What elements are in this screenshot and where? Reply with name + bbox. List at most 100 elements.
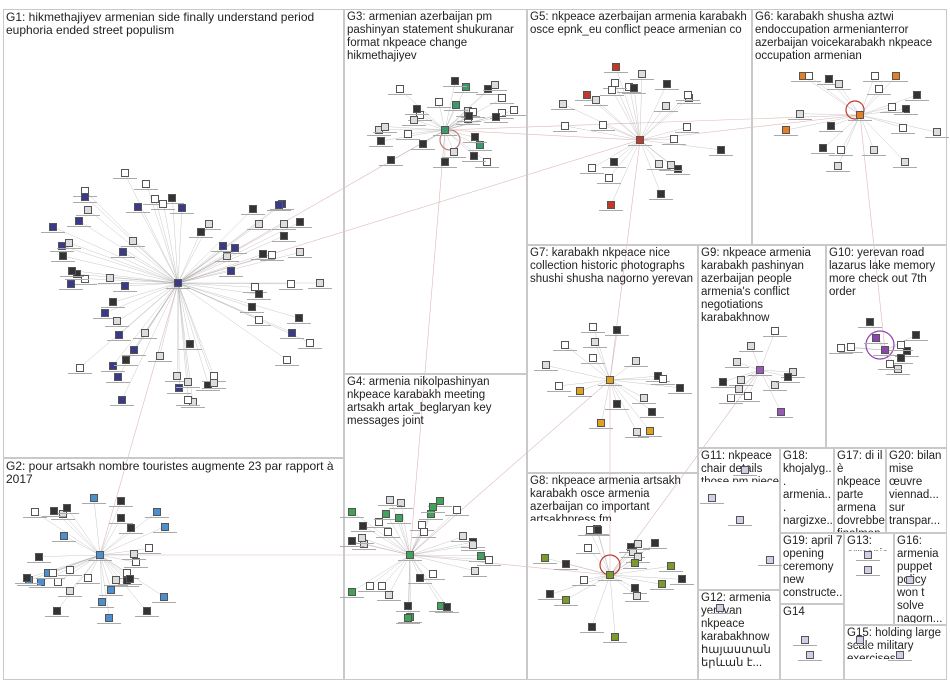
node-g1-0 — [316, 279, 325, 288]
group-label-g13: G13: armenia — [847, 535, 889, 551]
node-g5-0-label — [591, 129, 616, 133]
node-g4-8-label — [469, 560, 494, 564]
node-g6-6 — [837, 146, 846, 155]
node-g3-13-label — [387, 94, 412, 97]
node-g2-2 — [31, 508, 40, 517]
hub-node-g6 — [856, 111, 864, 119]
group-box-g17 — [834, 448, 886, 533]
node-g4-24 — [415, 574, 424, 583]
node-g7-10-label — [581, 362, 606, 366]
node-g3-18 — [484, 84, 493, 93]
group-label-g19: G19: april 7 opening ceremony new constr… — [783, 535, 843, 603]
node-g1-12 — [100, 309, 109, 317]
node-g10-0-label — [895, 355, 920, 359]
node-g4-9 — [471, 566, 480, 575]
node-g1-60 — [109, 298, 118, 307]
node-g6-15 — [901, 158, 910, 167]
node-g8-16-label — [577, 535, 602, 538]
node-g1-36 — [168, 193, 177, 202]
node-g10-4-label — [889, 349, 914, 353]
node-g5-19 — [683, 123, 692, 132]
node-g1-16-label — [214, 261, 239, 264]
node-g4-21 — [443, 603, 452, 612]
node-g4-30-label — [378, 504, 403, 508]
node-g5-14 — [669, 135, 678, 144]
node-g10-2-label — [889, 363, 914, 366]
node-g6-12-label — [891, 132, 916, 136]
node-g1-38-label — [67, 372, 92, 376]
node-g5-4 — [655, 160, 664, 169]
node-g4-8 — [477, 551, 486, 560]
group-label-g12: G12: armenia yerevan nkpeace karabakhnow… — [701, 592, 771, 669]
node-g1-62-label — [169, 213, 194, 216]
node-small-5-label — [898, 585, 922, 588]
node-g6-15-label — [893, 167, 918, 170]
node-g5-8-label — [659, 170, 684, 173]
node-g2-28 — [50, 506, 59, 515]
node-g9-1 — [737, 375, 746, 384]
node-g2-5-label — [28, 586, 53, 590]
node-g2-10-label — [104, 585, 129, 588]
node-g5-5-label — [601, 167, 626, 170]
node-g7-7 — [632, 357, 641, 366]
node-g1-61 — [67, 266, 76, 275]
node-g6-19-label — [925, 137, 949, 140]
node-g1-61-label — [59, 275, 84, 279]
node-g2-26-label — [99, 595, 124, 598]
hub-node-g3-label — [433, 135, 457, 138]
node-g10-5-label — [886, 374, 911, 377]
node-g7-12-label — [650, 383, 675, 387]
node-g6-11-label — [816, 84, 841, 87]
node-g5-0 — [599, 120, 608, 129]
node-g10-2 — [897, 354, 906, 363]
group-box-g10 — [826, 245, 947, 448]
node-g4-22-label — [419, 519, 444, 522]
group-label-g9: G9: nkpeace armenia karabakh pashinyan a… — [701, 247, 811, 321]
hub-node-g6-label — [848, 120, 872, 123]
group-label-g5: G5: nkpeace azerbaijan armenia karabakh … — [530, 11, 747, 36]
node-g5-22-label — [603, 72, 628, 75]
hub-node-g5-label — [628, 145, 652, 148]
node-g2-17-label — [108, 506, 133, 509]
node-g2-7-label — [97, 622, 122, 626]
node-g6-3-label — [818, 131, 843, 134]
node-g7-16-label — [568, 395, 593, 399]
node-g2-29 — [23, 574, 31, 583]
node-g2-14 — [66, 566, 75, 575]
node-g9-5-label — [710, 386, 735, 390]
hub-node-g9-label — [748, 375, 772, 378]
node-g1-22-label — [240, 214, 265, 217]
node-g4-27-label — [350, 543, 375, 546]
node-g1-36-label — [160, 202, 185, 206]
node-g2-14-label — [58, 575, 83, 578]
group-label-g16: G16: armenia puppet policy won t solve n… — [897, 535, 943, 623]
group-label-g18: G18: khojalyg... armenia... nargizxe... … — [783, 450, 833, 532]
node-g9-9 — [732, 358, 741, 367]
node-g2-25-label — [81, 503, 106, 506]
node-g8-17 — [587, 622, 596, 631]
node-small-0-label — [728, 525, 752, 528]
node-g9-6 — [771, 380, 780, 389]
node-g8-15 — [546, 590, 555, 599]
node-g1-30 — [129, 237, 138, 246]
hub-node-g9 — [756, 366, 764, 374]
node-g8-5-label — [576, 553, 601, 556]
node-small-8-label — [793, 645, 817, 648]
node-g5-23 — [608, 86, 617, 95]
node-g3-19-label — [489, 103, 514, 106]
node-g2-27-label — [151, 601, 176, 605]
node-g1-29-label — [298, 347, 323, 351]
node-g4-4-label — [351, 548, 376, 552]
node-g2-12-label — [121, 558, 146, 562]
node-g4-33 — [359, 522, 368, 531]
node-small-4 — [864, 566, 872, 574]
node-g8-10 — [633, 539, 642, 548]
node-g7-14 — [542, 361, 551, 370]
node-g1-11-label — [132, 337, 157, 341]
node-g1-15-label — [72, 283, 97, 287]
node-small-9 — [806, 651, 814, 659]
node-g4-13-label — [429, 610, 454, 614]
node-g6-0-label — [894, 114, 919, 117]
node-g1-69-label — [66, 225, 91, 229]
node-g5-13 — [558, 99, 567, 108]
